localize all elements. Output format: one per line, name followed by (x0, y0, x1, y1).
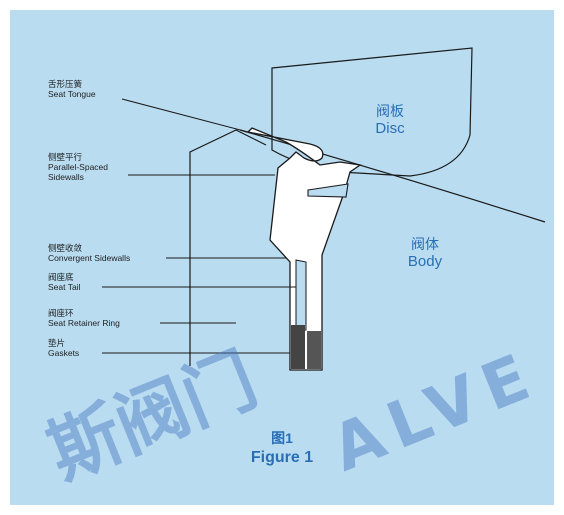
leader-seat-tongue (121, 98, 249, 133)
label-parallel-sidewalls: 侧壁平行 Parallel-Spaced Sidewalls (48, 152, 108, 182)
label-convergent-sidewalls: 侧壁收敛 Convergent Sidewalls (48, 243, 130, 263)
label-seat-tail-en: Seat Tail (48, 282, 81, 292)
disc-label-en: Disc (375, 120, 405, 137)
label-convergent-sidewalls-zh: 侧壁收敛 (48, 243, 83, 253)
label-retainer-ring: 阀座环 Seat Retainer Ring (48, 308, 120, 328)
body-edge-line (239, 129, 546, 223)
label-seat-tongue-zh: 舌形压簧 (48, 79, 83, 89)
gasket-left (291, 325, 305, 369)
label-retainer-ring-en: Seat Retainer Ring (48, 318, 120, 328)
figure-caption-zh: 图1 (271, 430, 293, 446)
label-parallel-sidewalls-en1: Parallel-Spaced (48, 162, 109, 172)
seat-cavity (307, 183, 349, 198)
label-seat-tongue-en: Seat Tongue (48, 89, 96, 99)
disc-shape (271, 47, 473, 177)
body-label: 阀体 Body (395, 235, 455, 271)
retainer-ring-strip (295, 259, 307, 331)
disc-label: 阀板 Disc (360, 102, 420, 138)
label-seat-tail: 阀座底 Seat Tail (48, 272, 80, 292)
label-gaskets: 垫片 Gaskets (48, 338, 79, 358)
label-convergent-sidewalls-en: Convergent Sidewalls (48, 253, 131, 263)
figure-caption-en: Figure 1 (250, 449, 314, 466)
body-label-en: Body (407, 253, 443, 270)
label-gaskets-en: Gaskets (48, 348, 80, 358)
gasket-right (307, 331, 321, 369)
label-parallel-sidewalls-en2: Sidewalls (48, 172, 84, 182)
figure-caption: 图1 Figure 1 (0, 428, 564, 468)
label-seat-tongue: 舌形压簧 Seat Tongue (48, 79, 96, 99)
label-retainer-ring-zh: 阀座环 (48, 308, 74, 318)
label-gaskets-zh: 垫片 (48, 338, 66, 348)
disc-label-zh: 阀板 (376, 103, 404, 119)
label-parallel-sidewalls-zh: 侧壁平行 (48, 152, 83, 162)
body-profile-line (189, 129, 267, 366)
label-seat-tail-zh: 阀座底 (48, 272, 74, 282)
body-label-zh: 阀体 (411, 236, 439, 252)
